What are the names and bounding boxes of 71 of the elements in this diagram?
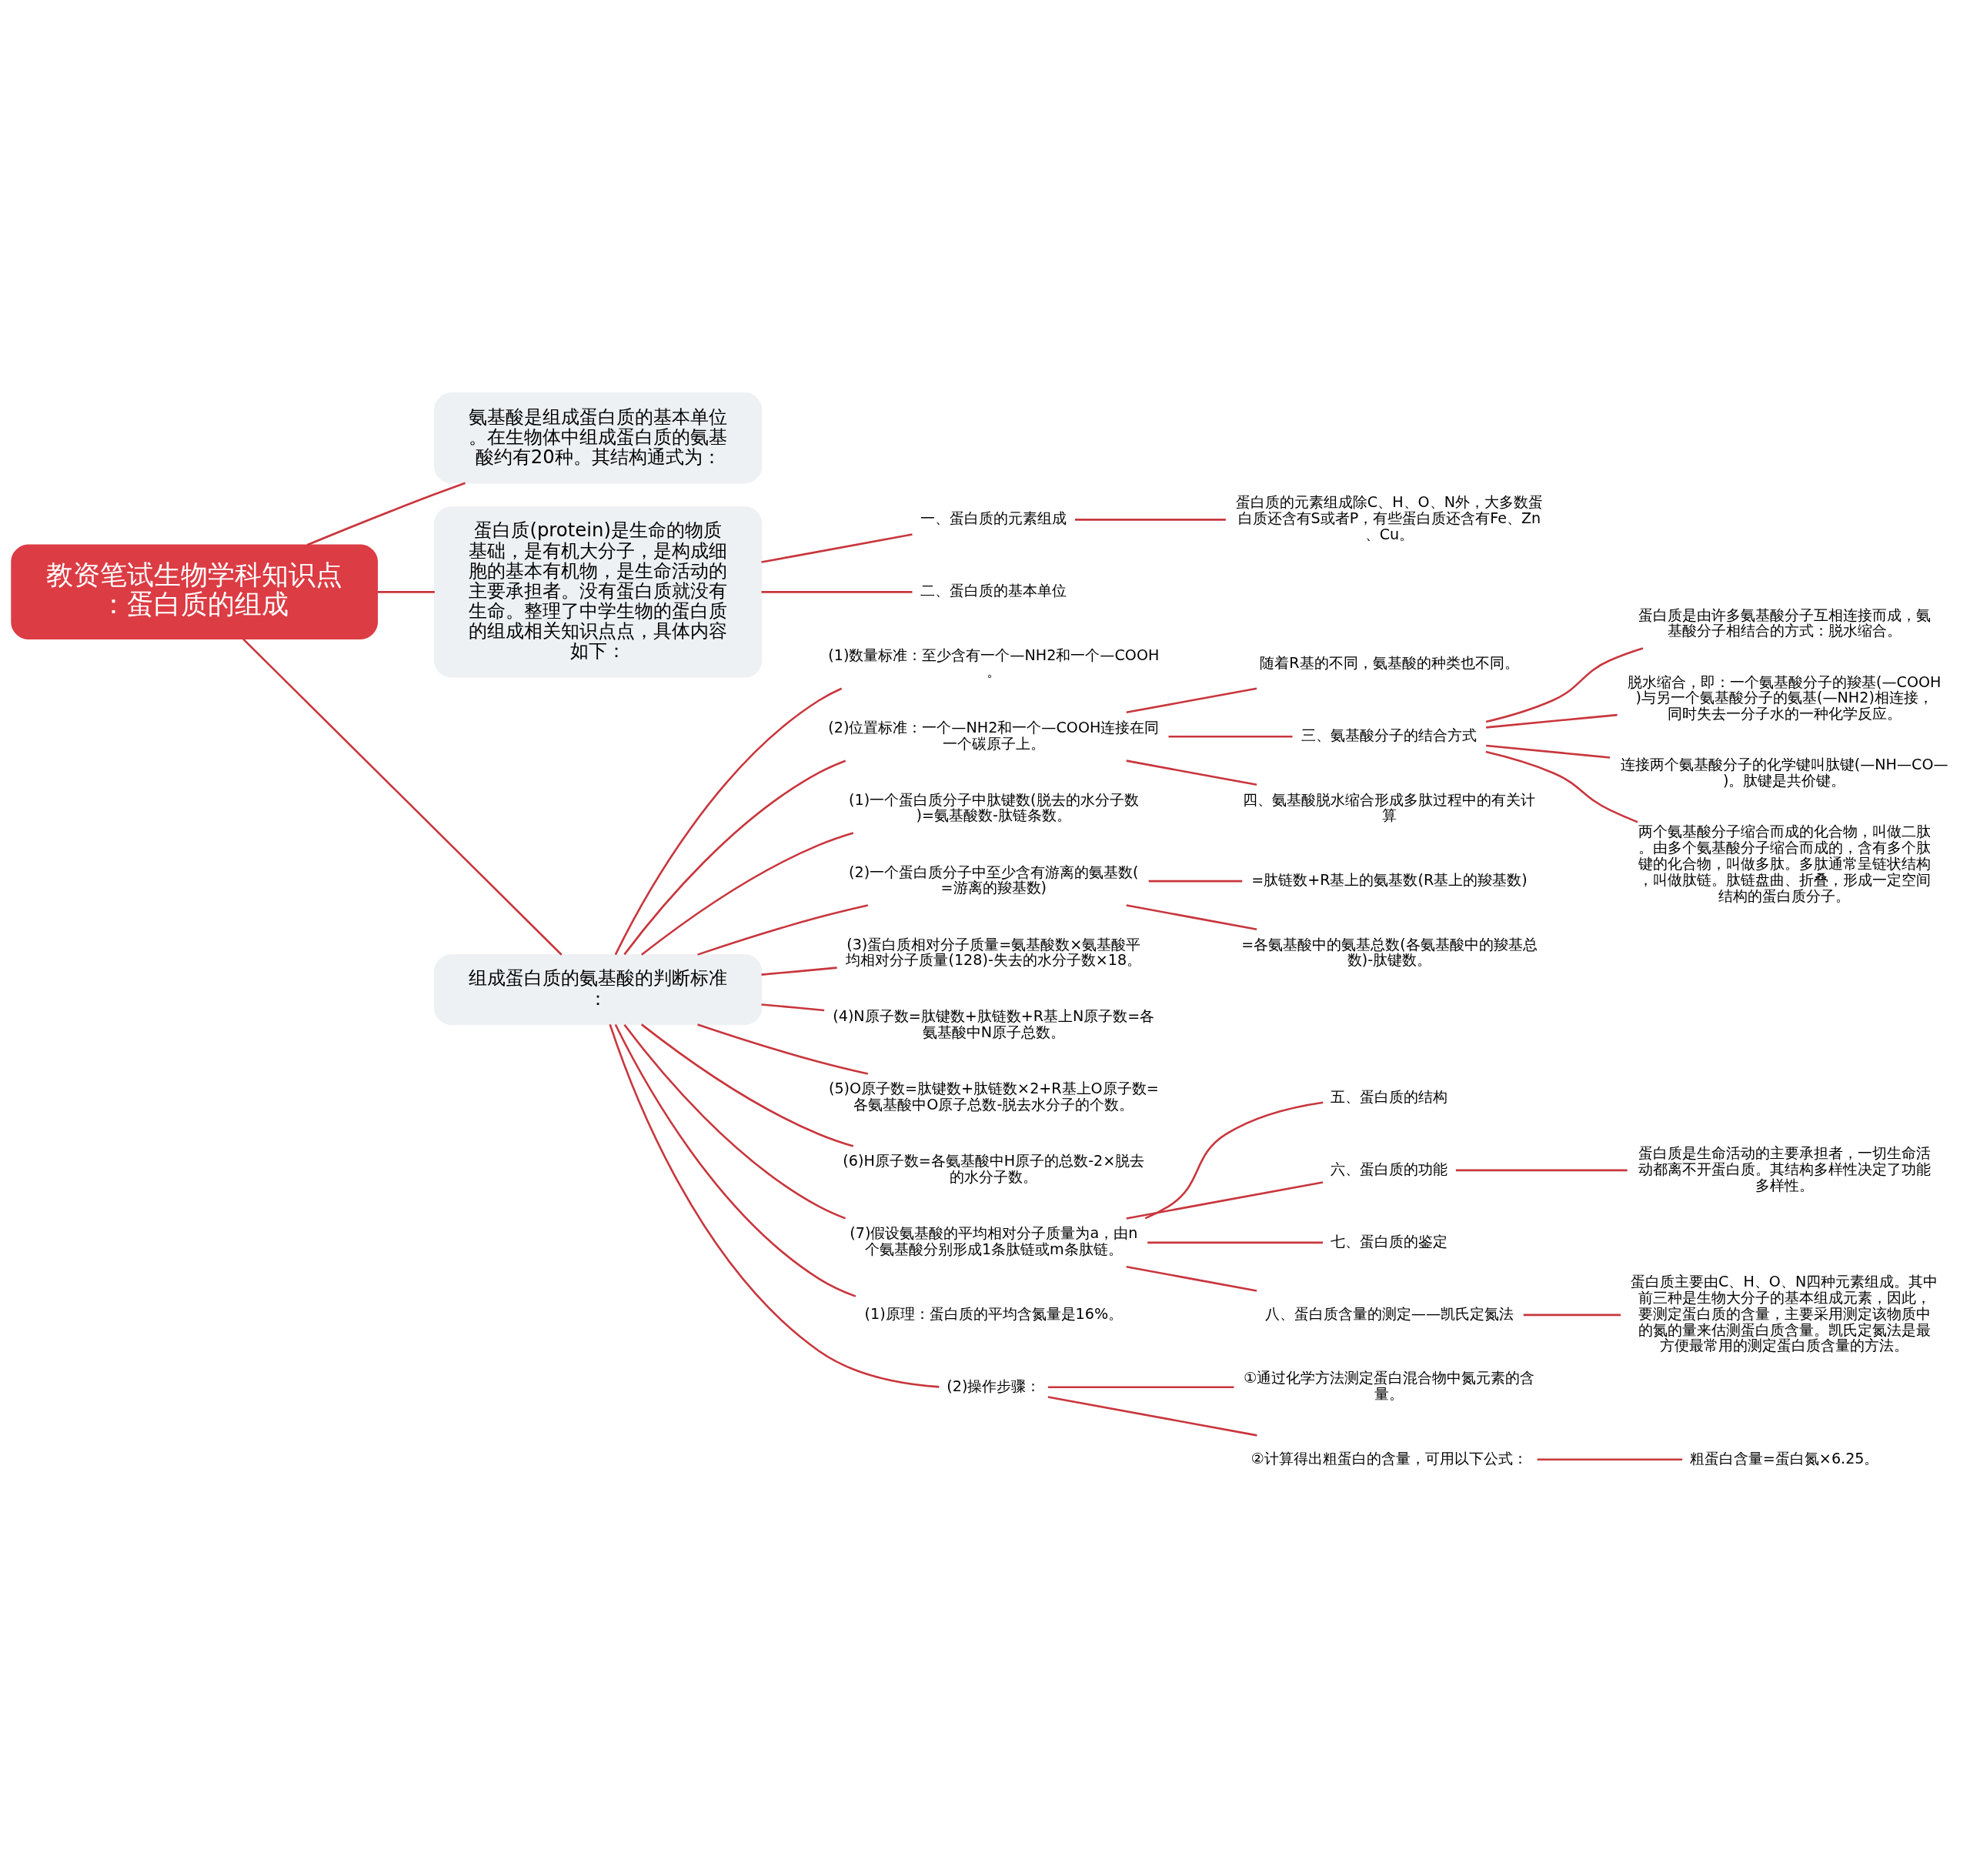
- connector: [1455, 1169, 1628, 1171]
- node-text: ②计算得出粗蛋白的含量，可用以下公式：: [1250, 1449, 1528, 1467]
- node-box: 教资笔试生物学科知识点：蛋白质的组成: [11, 544, 378, 639]
- node-text: (1)一个蛋白质分子中肽键数(脱去的水分子数)=氨基酸数-肽链条数。: [849, 790, 1139, 824]
- connector: [761, 1003, 825, 1011]
- connector: [1126, 903, 1257, 930]
- connector: [1537, 1457, 1683, 1460]
- node-text: 脱水缩合，即：一个氨基酸分子的羧基(—COOH)与另一个氨基酸分子的氨基(—NH2)相连接，同时失去一分子水的一种化学反应。: [1627, 673, 1942, 723]
- node-text: 四、氨基酸脱水缩合形成多肽过程中的有关计算: [1243, 790, 1536, 824]
- node-text: =各氨基酸中的氨基总数(各氨基酸中的羧基总数)-肽键数。: [1241, 935, 1538, 969]
- node-text: 八、蛋白质含量的测定——凯氏定氮法: [1264, 1304, 1514, 1323]
- connector: [377, 590, 435, 593]
- connector: [242, 638, 563, 956]
- node-box: 氨基酸是组成蛋白质的基本单位。在生物体中组成蛋白质的氨基酸约有20种。其结构通式为：: [434, 392, 763, 483]
- connector: [1147, 1241, 1324, 1243]
- node-text: 蛋白质是由许多氨基酸分子互相连接而成，氨基酸分子相结合的方式：脱水缩合。: [1638, 606, 1931, 639]
- node-text: (2)操作步骤：: [947, 1377, 1041, 1395]
- connector: [306, 481, 466, 546]
- node-text: 连接两个氨基酸分子的化学键叫肽键(—NH—CO—)。肽键是共价键。: [1620, 755, 1948, 789]
- node-text: (4)N原子数=肽键数+肽链数+R基上N原子数=各氨基酸中N原子总数。: [833, 1006, 1155, 1041]
- connector: [1075, 518, 1226, 521]
- connector: [609, 1023, 940, 1388]
- connector: [623, 759, 846, 955]
- node-text: 随着R基的不同，氨基酸的种类也不同。: [1260, 653, 1519, 672]
- connector: [1126, 759, 1257, 786]
- node-text: (2)位置标准：一个—NH2和一个—COOH连接在同一个碳原子上。: [828, 718, 1160, 753]
- node-text: 三、氨基酸分子的结合方式: [1301, 726, 1478, 744]
- node-text: 蛋白质的元素组成除C、H、O、N外，大多数蛋白质还含有S或者P，有些蛋白质还含有Fe、Zn、Cu。: [1235, 492, 1543, 543]
- node-text: (7)假设氨基酸的平均相对分子质量为a，由n个氨基酸分别形成1条肽链或m条肽链。: [850, 1223, 1138, 1258]
- node-text: 粗蛋白含量=蛋白氮×6.25。: [1689, 1449, 1879, 1467]
- node-text: =肽链数+R基上的氨基数(R基上的羧基数): [1251, 870, 1528, 889]
- connector: [1485, 646, 1644, 723]
- node-text: (1)原理：蛋白质的平均含氮量是16%。: [864, 1304, 1124, 1323]
- connector: [614, 1023, 856, 1297]
- node-text: 一、蛋白质的元素组成: [920, 509, 1067, 527]
- connector: [1126, 1265, 1257, 1292]
- node-text: 蛋白质是生命活动的主要承担者，一切生命活动都离不开蛋白质。其结构多样性决定了功能多样性。: [1638, 1143, 1931, 1194]
- connector: [641, 1023, 854, 1147]
- connector: [1047, 1395, 1257, 1437]
- node-box: 蛋白质(protein)是生命的物质基础，是有机大分子，是构成细胞的基本有机物，是生命活动的主要承担者。没有蛋白质就没有生命。整理了中学生物的蛋白质的组成相关知识点点，具体内容如下：: [434, 506, 763, 678]
- connector: [697, 903, 869, 956]
- node-text: (1)数量标准：至少含有一个—NH2和一个—COOH。: [828, 646, 1160, 680]
- node-text: ①通过化学方法测定蛋白混合物中氮元素的含量。: [1244, 1368, 1535, 1403]
- node-text: (2)一个蛋白质分子中至少含有游离的氨基数(=游离的羧基数): [849, 863, 1139, 896]
- connector: [1168, 735, 1293, 738]
- connector: [1486, 744, 1611, 759]
- node-text: 七、蛋白质的鉴定: [1331, 1232, 1448, 1250]
- connector: [761, 532, 913, 563]
- connector: [1126, 1180, 1324, 1220]
- node-text: (3)蛋白质相对分子质量=氨基酸数×氨基酸平均相对分子质量(128)-失去的水分子数×18。: [846, 935, 1142, 969]
- connector: [1144, 1100, 1324, 1220]
- connector: [623, 1023, 846, 1220]
- node-text: (5)O原子数=肽键数+肽链数×2+R基上O原子数=各氨基酸中O原子总数-脱去水分子的个数。: [828, 1079, 1159, 1113]
- node-text: 两个氨基酸分子缩合而成的化合物，叫做二肽。由多个氨基酸分子缩合而成的，含有多个肽键的化合物，叫做多肽。多肽通常呈链状结构，叫做肽链。肽链盘曲、折叠，形成一定空间结构的蛋白质分子。: [1638, 822, 1931, 905]
- connector: [1523, 1314, 1621, 1316]
- node-box: 组成蛋白质的氨基酸的判断标准：: [434, 953, 763, 1025]
- connector: [1486, 713, 1618, 729]
- connector: [1047, 1385, 1234, 1388]
- node-text: 五、蛋白质的结构: [1331, 1087, 1448, 1106]
- connector: [1485, 750, 1638, 823]
- connector: [697, 1023, 869, 1075]
- node-text: (6)H原子数=各氨基酸中H原子的总数-2×脱去的水分子数。: [843, 1151, 1145, 1186]
- node-text: 六、蛋白质的功能: [1331, 1160, 1448, 1178]
- connector: [641, 831, 854, 956]
- connector: [1126, 686, 1257, 713]
- connector: [761, 966, 837, 976]
- node-text: 蛋白质主要由C、H、O、N四种元素组成。其中前三种是生物大分子的基本组成元素，因此，要测定蛋白质的含量，主要采用测定该物质中的氮的量来估测蛋白质含量。凯氏定氮法是最方便最常用的测定蛋白质含量的方法。: [1631, 1272, 1938, 1354]
- node-text: 二、蛋白质的基本单位: [920, 581, 1067, 599]
- connector: [1148, 880, 1243, 882]
- connector: [761, 590, 913, 593]
- connector: [614, 687, 843, 955]
